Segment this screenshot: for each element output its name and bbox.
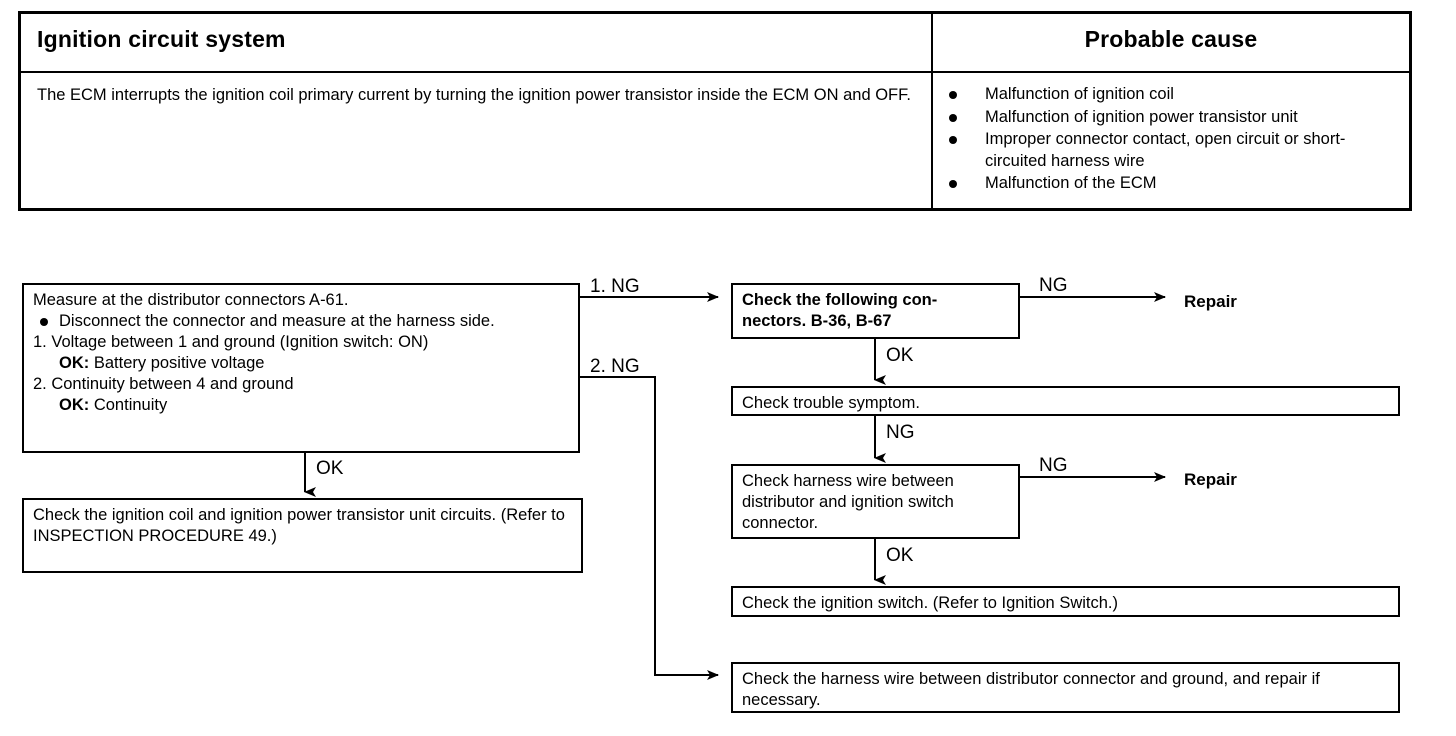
measure-step-1-ok: OK: Battery positive voltage (33, 353, 570, 374)
probable-cause-text: Improper connector contact, open circuit… (985, 130, 1346, 170)
check-connectors-line2: nectors. B-36, B-67 (742, 312, 892, 330)
table-body-right-cell: Malfunction of ignition coil Malfunction… (933, 73, 1409, 208)
check-harness-ground-box: Check the harness wire between distribut… (731, 662, 1400, 713)
list-item: Malfunction of ignition power transistor… (947, 107, 1401, 129)
ok-label: OK: (59, 396, 90, 414)
list-item: Malfunction of the ECM (947, 173, 1401, 195)
check-trouble-symptom-box: Check trouble symptom. (731, 386, 1400, 416)
probable-cause-text: Malfunction of ignition coil (985, 85, 1174, 103)
measure-title: Measure at the distributor connectors A-… (33, 291, 349, 309)
probable-cause-text: Malfunction of the ECM (985, 174, 1157, 192)
table-header-right-cell: Probable cause (933, 14, 1409, 71)
ok-value: Battery positive voltage (93, 354, 265, 372)
measure-step-2: 2. Continuity between 4 and ground (33, 375, 294, 393)
table-header-probable-cause: Probable cause (1084, 26, 1258, 52)
check-harness-wire-box: Check harness wire between distributor a… (731, 464, 1020, 539)
check-connectors-box: Check the following con- nectors. B-36, … (731, 283, 1020, 339)
symptom-table: Ignition circuit system Probable cause T… (18, 11, 1412, 211)
check-ignition-coil-circuits-box: Check the ignition coil and ignition pow… (22, 498, 583, 573)
label-ng-to-repair-1: NG (1039, 275, 1068, 296)
bullet-icon (949, 91, 957, 99)
probable-cause-list: Malfunction of ignition coil Malfunction… (933, 73, 1409, 195)
measure-step-1: 1. Voltage between 1 and ground (Ignitio… (33, 333, 429, 351)
table-body-row: The ECM interrupts the ignition coil pri… (21, 73, 1409, 208)
measure-step-2-ok: OK: Continuity (33, 395, 570, 416)
label-ng-to-harness: NG (886, 422, 915, 443)
label-branch-1-ng: 1. NG (590, 276, 640, 297)
measure-bullet-item: Disconnect the connector and measure at … (33, 311, 570, 332)
list-item: Malfunction of ignition coil (947, 84, 1401, 106)
table-header-row: Ignition circuit system Probable cause (21, 14, 1409, 73)
table-body-left-cell: The ECM interrupts the ignition coil pri… (21, 73, 933, 208)
bullet-icon (949, 180, 957, 188)
system-description: The ECM interrupts the ignition coil pri… (37, 86, 911, 104)
check-ignition-switch-box: Check the ignition switch. (Refer to Ign… (731, 586, 1400, 617)
table-header-left-cell: Ignition circuit system (21, 14, 933, 71)
bullet-icon (949, 113, 957, 122)
label-ok-to-coil: OK (316, 458, 344, 479)
list-item: Improper connector contact, open circuit… (947, 129, 1401, 172)
ok-label: OK: (59, 354, 90, 372)
label-ng-to-repair-2: NG (1039, 455, 1068, 476)
probable-cause-text: Malfunction of ignition power transistor… (985, 107, 1298, 126)
table-header-ignition-circuit-system: Ignition circuit system (37, 26, 286, 52)
measure-distributor-connectors-box: Measure at the distributor connectors A-… (22, 283, 580, 453)
measure-bullet-text: Disconnect the connector and measure at … (59, 312, 495, 330)
label-branch-2-ng: 2. NG (590, 356, 640, 377)
bullet-icon (949, 136, 957, 144)
terminal-repair-2: Repair (1184, 470, 1237, 489)
label-ok-to-switch: OK (886, 545, 914, 566)
bullet-icon (40, 318, 48, 326)
terminal-repair-1: Repair (1184, 292, 1237, 311)
ok-value: Continuity (93, 396, 168, 414)
label-ok-to-symptom: OK (886, 345, 914, 366)
check-connectors-line1: Check the following con- (742, 291, 938, 309)
